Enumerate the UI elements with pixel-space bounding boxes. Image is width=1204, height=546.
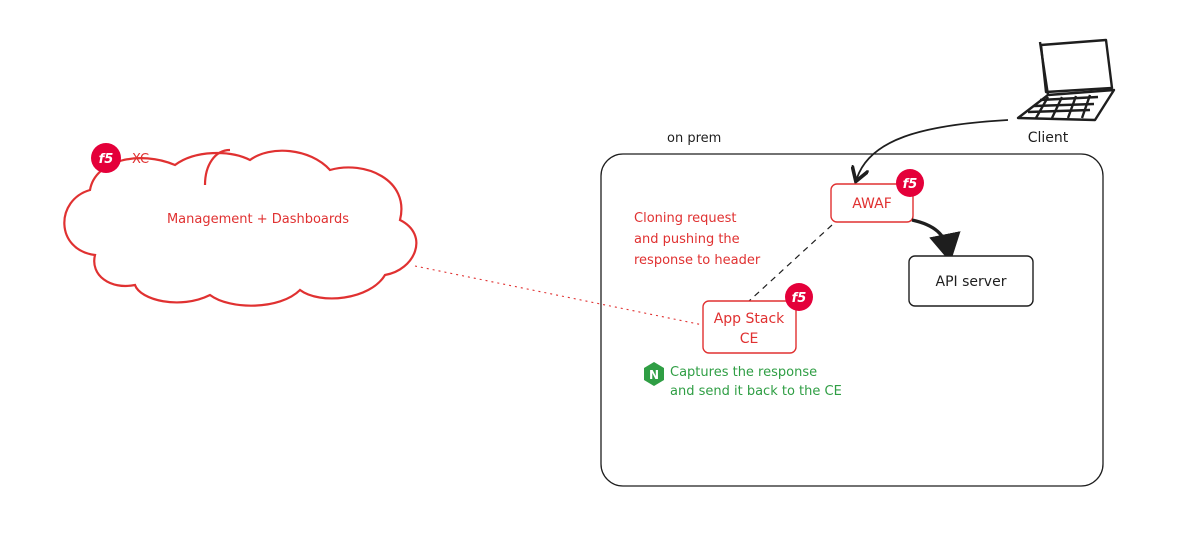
- nginx-icon-letter: N: [649, 368, 659, 382]
- cloning-note: Cloning request and pushing the response…: [634, 211, 761, 268]
- awaf-to-appstack-link: [747, 224, 833, 303]
- app-stack-ce-node: App Stack CE f5: [702, 283, 813, 354]
- api-server-label: API server: [936, 274, 1007, 290]
- awaf-f5-logo: f5: [896, 169, 924, 197]
- awaf-to-api-arrow: [911, 218, 961, 263]
- xc-f5-logo-text: f5: [99, 152, 114, 167]
- api-server-node: API server: [908, 255, 1034, 307]
- nginx-note-line-2: and send it back to the CE: [670, 384, 842, 399]
- awaf-f5-logo-text: f5: [903, 177, 918, 192]
- client-label: Client: [1028, 130, 1069, 146]
- awaf-label: AWAF: [852, 196, 892, 212]
- awaf-box: [830, 183, 914, 223]
- app-stack-f5-logo-text: f5: [792, 291, 807, 306]
- app-stack-f5-logo: f5: [785, 283, 813, 311]
- on-prem-boundary: [600, 153, 1104, 487]
- xc-f5-logo: f5: [91, 143, 121, 173]
- nginx-icon: N: [644, 362, 664, 386]
- xc-label: XC: [132, 152, 149, 167]
- nginx-note-line-1: Captures the response: [670, 365, 817, 380]
- laptop-icon: [1016, 38, 1116, 122]
- on-prem-zone: on prem: [600, 131, 1104, 487]
- cloud-label: Management + Dashboards: [167, 212, 349, 227]
- cloud-to-appstack-link: [414, 265, 704, 326]
- cloning-note-line-2: and pushing the: [634, 232, 740, 247]
- client: Client: [1016, 38, 1116, 146]
- client-to-awaf-arrow: [857, 119, 1009, 178]
- cloning-note-line-1: Cloning request: [634, 211, 737, 226]
- on-prem-label: on prem: [667, 131, 721, 146]
- app-stack-ce-label-line-1: App Stack: [714, 311, 785, 327]
- nginx-note: N Captures the response and send it back…: [644, 362, 842, 399]
- cloning-note-line-3: response to header: [634, 253, 761, 268]
- api-server-box: [908, 255, 1034, 307]
- cloud-shape: [63, 149, 418, 307]
- xc-cloud: Management + Dashboards f5 XC: [63, 143, 418, 307]
- awaf-node: AWAF f5: [830, 169, 924, 223]
- app-stack-ce-box: [702, 300, 797, 354]
- app-stack-ce-label-line-2: CE: [740, 331, 759, 347]
